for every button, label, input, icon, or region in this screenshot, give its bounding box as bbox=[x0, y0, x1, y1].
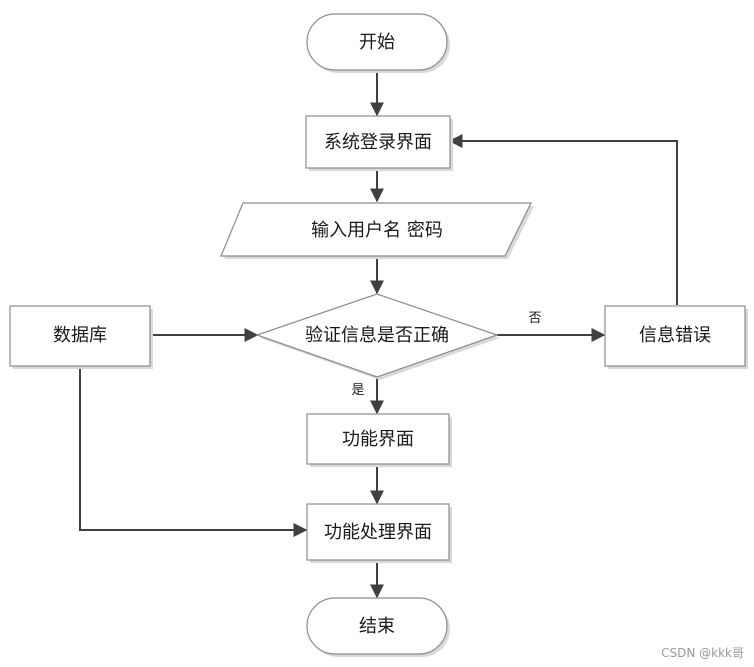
error-label: 信息错误 bbox=[639, 325, 711, 346]
edge-database-process bbox=[79, 366, 308, 537]
edge-label-no: 否 bbox=[528, 311, 541, 326]
function-node: 功能界面 bbox=[306, 413, 452, 467]
login-node: 系统登录界面 bbox=[305, 115, 453, 171]
database-node: 数据库 bbox=[9, 305, 153, 369]
login-label: 系统登录界面 bbox=[324, 132, 432, 153]
database-label: 数据库 bbox=[53, 325, 107, 346]
end-label: 结束 bbox=[359, 616, 395, 637]
process-label: 功能处理界面 bbox=[324, 522, 432, 543]
function-label: 功能界面 bbox=[342, 429, 414, 450]
edges bbox=[79, 70, 678, 599]
input-label: 输入用户名 密码 bbox=[311, 220, 443, 241]
edge-label-yes: 是 bbox=[351, 383, 364, 398]
process-node: 功能处理界面 bbox=[306, 503, 452, 563]
input-node: 输入用户名 密码 bbox=[220, 202, 534, 259]
verify-node: 验证信息是否正确 bbox=[255, 293, 500, 380]
start-label: 开始 bbox=[359, 32, 395, 53]
verify-label: 验证信息是否正确 bbox=[305, 325, 449, 346]
watermark: CSDN @kkk哥 bbox=[661, 646, 744, 660]
start-node: 开始 bbox=[306, 13, 450, 73]
edge-error-login bbox=[448, 134, 678, 305]
error-node: 信息错误 bbox=[604, 305, 748, 369]
end-node: 结束 bbox=[306, 597, 450, 657]
